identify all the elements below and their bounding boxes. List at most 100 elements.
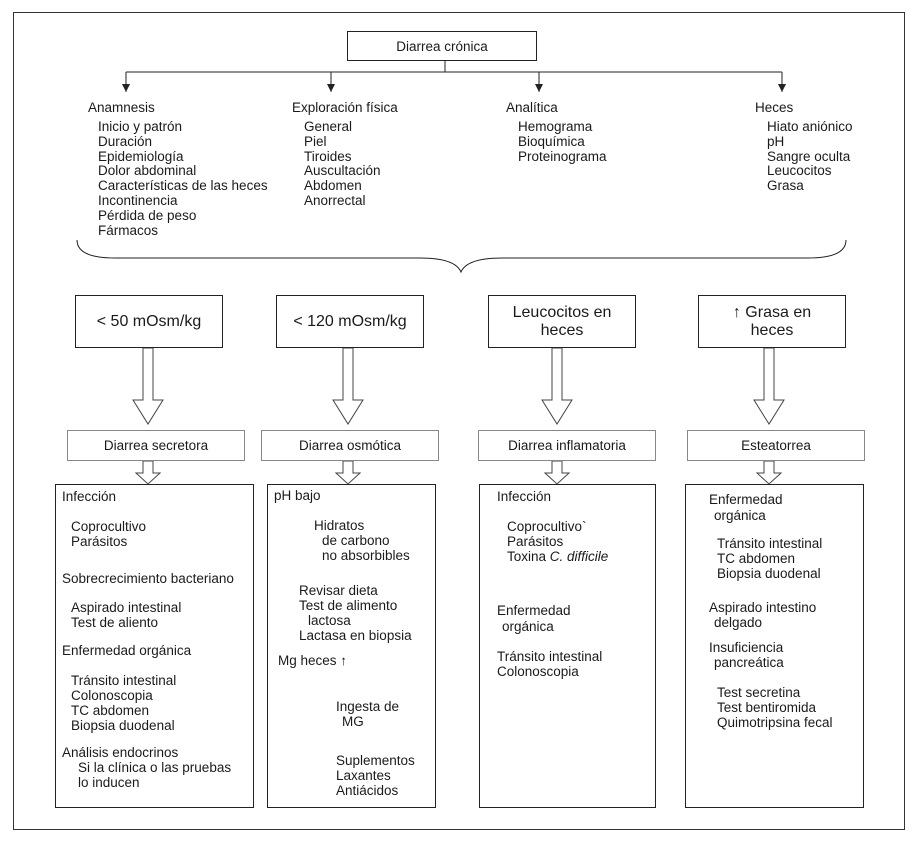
analitica-list: Hemograma Bioquímica Proteinograma: [518, 119, 607, 164]
content-line: TC abdomen: [71, 703, 150, 718]
heces-list: Hiato aniónico pH Sangre oculta Leucocit…: [767, 119, 853, 194]
content-line: Enfermedad: [709, 492, 783, 507]
criteria-box-osm50: < 50 mOsm/kg: [75, 295, 223, 348]
small-hollow-arrows: [134, 460, 783, 485]
criteria-label: < 120 mOsm/kg: [293, 312, 407, 330]
type-label: Diarrea osmótica: [298, 438, 402, 453]
criteria-box-grasa: ↑ Grasa en heces: [698, 295, 846, 348]
content-line: Insuficiencia: [709, 640, 784, 655]
content-line: lactosa: [308, 613, 351, 628]
content-line: Lactasa en biopsia: [299, 628, 412, 643]
content-line: orgánica: [714, 508, 766, 523]
type-label: Diarrea secretora: [103, 438, 209, 453]
criteria-label: ↑ Grasa en: [732, 303, 812, 321]
list-item: Grasa: [767, 178, 804, 194]
criteria-label-line2: heces: [750, 321, 794, 339]
curly-brace: [76, 239, 847, 274]
content-line: Aspirado intestino: [709, 600, 817, 615]
content-box-inflamatoria: Infección Coprocultivo` Parásitos Toxina…: [479, 484, 656, 808]
type-box-osmotica: Diarrea osmótica: [261, 430, 439, 461]
column-heading-analitica: Analítica: [506, 100, 558, 115]
content-line: Quimotripsina fecal: [717, 715, 833, 730]
content-text: Toxina: [507, 549, 550, 564]
top-tree-arrowheads: [122, 84, 786, 92]
content-line: Biopsia duodenal: [71, 718, 175, 733]
column-heading-exploracion: Exploración física: [292, 100, 398, 115]
list-item: Inicio y patrón: [98, 119, 183, 134]
content-line: Enfermedad orgánica: [62, 643, 192, 658]
type-box-esteatorrea: Esteatorrea: [687, 430, 865, 461]
content-line: TC abdomen: [717, 551, 796, 566]
criteria-box-leucocitos: Leucocitos en heces: [488, 295, 636, 348]
content-line: Test de aliento: [71, 615, 159, 630]
content-line: Test secretina: [717, 685, 801, 700]
content-line: Coprocultivo`: [507, 519, 587, 534]
list-item: Leucocitos: [767, 163, 832, 179]
content-line: Toxina C. difficile: [507, 549, 609, 565]
content-line: lo inducen: [78, 775, 140, 790]
content-line: Infección: [497, 489, 552, 504]
list-item: pH: [767, 133, 785, 149]
list-item: Sangre oculta: [767, 148, 851, 164]
list-item: Anorrectal: [304, 192, 366, 208]
top-tree-lines: [125, 61, 783, 92]
list-item: Pérdida de peso: [98, 207, 197, 223]
hollow-arrows: [132, 347, 785, 425]
content-line: Revisar dieta: [299, 583, 378, 598]
content-italic-text: C. difficile: [549, 549, 609, 564]
criteria-label: < 50 mOsm/kg: [96, 312, 202, 330]
content-line: de carbono: [322, 533, 390, 548]
content-line: Colonoscopia: [497, 664, 579, 679]
content-line: Antiácidos: [336, 783, 399, 798]
content-box-osmotica: pH bajo Hidratos de carbono no absorbibl…: [267, 484, 436, 808]
type-label: Esteatorrea: [741, 438, 811, 453]
anamnesis-list: Inicio y patrón Duración Epidemiología D…: [98, 119, 268, 238]
content-box-secretora: Infección Coprocultivo Parásitos Sobrecr…: [55, 484, 254, 808]
title-box: Diarrea crónica: [347, 31, 537, 61]
criteria-label: Leucocitos en: [512, 303, 612, 321]
content-line: Hidratos: [314, 518, 365, 533]
criteria-box-osm120: < 120 mOsm/kg: [276, 295, 424, 348]
content-line: pancreática: [714, 655, 784, 670]
content-line: Tránsito intestinal: [71, 673, 177, 688]
content-line: Tránsito intestinal: [497, 649, 603, 664]
exploracion-list: General Piel Tiroides Auscultación Abdom…: [304, 119, 381, 209]
column-heading-anamnesis: Anamnesis: [88, 100, 155, 115]
content-line: pH bajo: [274, 488, 321, 503]
type-label: Diarrea inflamatoria: [508, 438, 626, 453]
list-item: Piel: [304, 133, 327, 149]
list-item: Incontinencia: [98, 192, 178, 208]
criteria-label-line2: heces: [540, 321, 584, 339]
content-line: Colonoscopia: [71, 688, 153, 703]
list-item: Características de las heces: [98, 178, 268, 194]
column-heading-heces: Heces: [755, 100, 794, 115]
content-box-esteatorrea: Enfermedad orgánica Tránsito intestinal …: [685, 484, 864, 808]
content-line: Parásitos: [71, 534, 128, 549]
content-line: MG: [342, 714, 364, 729]
list-item: Bioquímica: [518, 133, 585, 149]
list-item: Hemograma: [518, 119, 593, 134]
content-line: orgánica: [502, 619, 554, 634]
list-item: Proteinograma: [518, 148, 607, 164]
content-line: no absorbibles: [322, 548, 410, 563]
content-line: Ingesta de: [336, 699, 400, 714]
content-line: Sobrecrecimiento bacteriano: [62, 571, 234, 586]
content-line: Parásitos: [507, 534, 564, 549]
list-item: Duración: [98, 133, 153, 149]
content-line: Biopsia duodenal: [717, 566, 821, 581]
content-line: delgado: [714, 615, 763, 630]
content-line: Aspirado intestinal: [71, 600, 182, 615]
content-line: Suplementos: [336, 753, 415, 768]
list-item: Dolor abdominal: [98, 163, 197, 179]
list-item: Fármacos: [98, 222, 159, 238]
diagram-frame: [13, 12, 905, 830]
content-line: Test bentiromida: [717, 700, 817, 715]
content-line: Mg heces ↑: [278, 653, 348, 668]
list-item: Tiroides: [304, 148, 352, 164]
content-line: Laxantes: [336, 768, 391, 783]
content-line: Infección: [62, 489, 117, 504]
content-line: Enfermedad: [497, 603, 571, 618]
list-item: Epidemiología: [98, 148, 184, 164]
content-line: Test de alimento: [299, 598, 398, 613]
list-item: General: [304, 119, 353, 134]
